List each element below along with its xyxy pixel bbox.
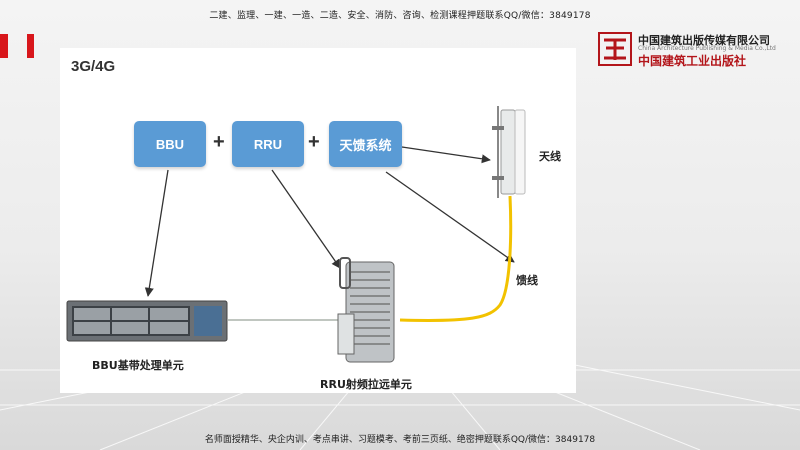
publisher-logo: 中国建筑出版传媒有限公司 China Architecture Publishi… — [598, 30, 798, 72]
red-accent-tab — [27, 34, 34, 58]
bbu-unit-icon — [66, 300, 228, 342]
publisher-name-cn: 中国建筑出版传媒有限公司 — [638, 34, 770, 47]
plus-sign: + — [213, 131, 225, 153]
publisher-name-cn-secondary: 中国建筑工业出版社 — [638, 54, 747, 68]
feeder-cable-label: 馈线 — [516, 274, 538, 287]
red-accent-tab — [0, 34, 8, 58]
antenna-icon — [492, 106, 526, 198]
rru-box: RRU — [232, 121, 304, 167]
plus-sign: + — [308, 131, 320, 153]
bbu-unit-label: BBU基带处理单元 — [92, 359, 184, 372]
bottom-banner: 名师面授精华、央企内训、考点串讲、习题模考、考前三页纸、绝密押题联系QQ/微信：… — [204, 435, 596, 445]
rru-unit-label: RRU射频拉远单元 — [320, 378, 412, 391]
top-banner: 二建、监理、一建、一造、二造、安全、消防、咨询、检测课程押题联系QQ/微信：38… — [209, 11, 591, 21]
antenna-label: 天线 — [539, 150, 561, 163]
slide-heading: 3G/4G — [71, 58, 116, 75]
bbu-box: BBU — [134, 121, 206, 167]
rru-unit-icon — [337, 257, 395, 363]
publisher-emblem-icon — [598, 32, 632, 66]
publisher-name-en: China Architecture Publishing & Media Co… — [638, 45, 776, 52]
feeder-system-box: 天馈系统 — [329, 121, 402, 167]
